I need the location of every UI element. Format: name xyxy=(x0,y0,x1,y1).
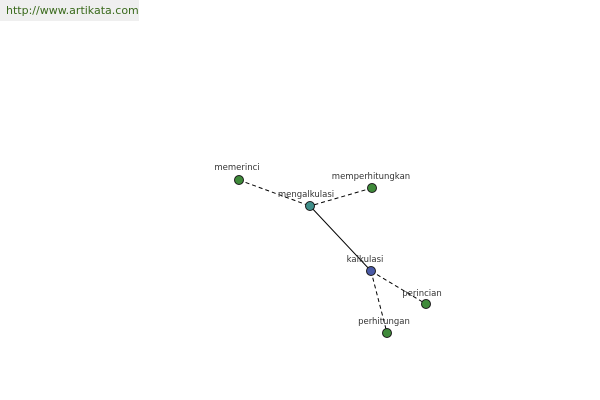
node-memperhitungkan[interactable] xyxy=(367,183,377,193)
node-kalkulasi[interactable] xyxy=(366,266,376,276)
node-label-mengalkulasi[interactable]: mengalkulasi xyxy=(278,190,334,200)
node-label-memperhitungkan[interactable]: memperhitungkan xyxy=(332,172,410,182)
node-memerinci[interactable] xyxy=(234,175,244,185)
edge-kalkulasi-perincian xyxy=(370,270,427,305)
edge-kalkulasi-perhitungan xyxy=(370,270,388,334)
node-mengalkulasi[interactable] xyxy=(305,201,315,211)
node-label-perhitungan[interactable]: perhitungan xyxy=(358,317,410,327)
node-label-kalkulasi[interactable]: kalkulasi xyxy=(347,255,384,265)
node-perincian[interactable] xyxy=(421,299,431,309)
site-url-link[interactable]: http://www.artikata.com xyxy=(0,0,139,21)
node-label-memerinci[interactable]: memerinci xyxy=(214,163,259,173)
nodes-layer: kalkulasi mengalkulasi memerinci memperhitu… xyxy=(214,163,442,338)
edges-layer xyxy=(238,179,427,334)
edge-memerinci-mengalkulasi xyxy=(238,179,311,207)
node-perhitungan[interactable] xyxy=(382,328,392,338)
edge-mengalkulasi-kalkulasi xyxy=(309,205,372,272)
node-label-perincian[interactable]: perincian xyxy=(402,289,442,299)
edge-memperhitungkan-mengalkulasi xyxy=(309,187,373,207)
